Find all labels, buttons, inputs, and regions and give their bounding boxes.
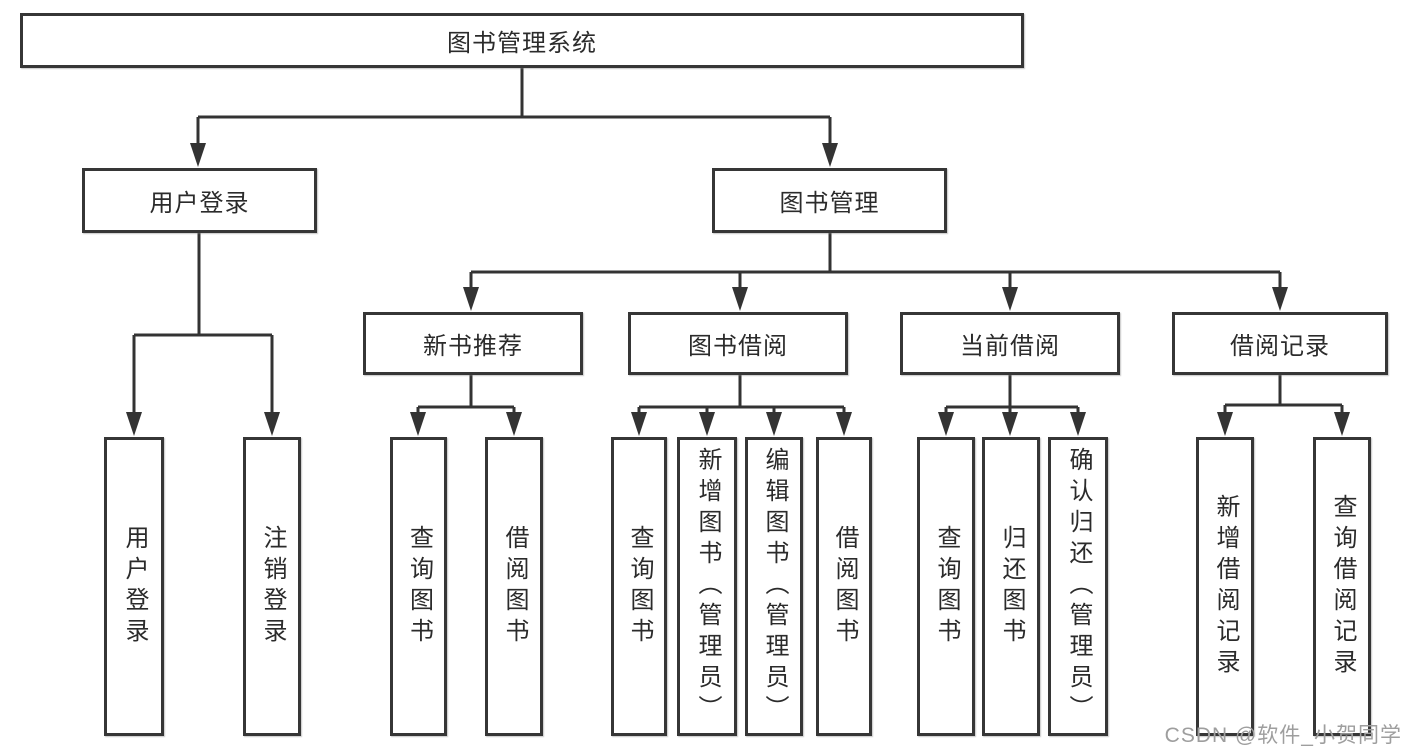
node-current-borrowing-label: 当前借阅 [960, 333, 1060, 360]
node-root-label: 图书管理系统 [447, 30, 597, 57]
node-bb-edit-books-admin-label: 编辑图书（管理员） [761, 447, 788, 726]
arrowhead [732, 287, 748, 311]
edge-new-book-rec-to-leaves [416, 375, 516, 414]
arrowhead [1070, 412, 1086, 436]
arrowhead [264, 412, 280, 436]
node-borrowing-records-label: 借阅记录 [1230, 333, 1330, 360]
node-logout-label: 注销登录 [259, 524, 286, 649]
arrowhead [1002, 412, 1018, 436]
node-bb-borrow-books-label: 借阅图书 [831, 524, 858, 649]
arrowhead [506, 412, 522, 436]
node-bb-add-books-admin: 新增图书（管理员） [677, 437, 737, 736]
node-nbr-query-books-label: 查询图书 [405, 524, 433, 649]
node-bb-borrow-books: 借阅图书 [816, 437, 872, 736]
edge-user-login-to-leaves [132, 233, 274, 414]
edge-root-to-level2 [196, 68, 832, 146]
node-new-book-recommend: 新书推荐 [363, 312, 583, 375]
node-root: 图书管理系统 [20, 13, 1024, 68]
edge-borrow-records-to-leaves [1223, 375, 1344, 414]
node-br-add-record-label: 新增借阅记录 [1212, 493, 1239, 680]
node-cb-query-books-label: 查询图书 [933, 524, 960, 649]
arrowhead [1217, 412, 1233, 436]
arrowhead [766, 412, 782, 436]
watermark: CSDN @软件_小贺同学 [1164, 724, 1402, 747]
arrowhead [938, 412, 954, 436]
node-cb-confirm-return-admin-label: 确认归还（管理员） [1065, 447, 1092, 726]
node-logout: 注销登录 [243, 437, 301, 736]
node-cb-confirm-return-admin: 确认归还（管理员） [1048, 437, 1108, 736]
node-book-borrowing-label: 图书借阅 [688, 333, 788, 360]
node-bb-query-books-label: 查询图书 [626, 524, 653, 649]
arrowhead [126, 412, 142, 436]
arrowhead [699, 412, 715, 436]
arrowhead [410, 412, 426, 436]
arrowhead [1334, 412, 1350, 436]
node-cb-return-books: 归还图书 [982, 437, 1040, 736]
edge-book-mgmt-to-level3 [469, 233, 1282, 289]
node-nbr-query-books: 查询图书 [390, 437, 447, 736]
node-borrowing-records: 借阅记录 [1172, 312, 1388, 375]
node-nbr-borrow-books: 借阅图书 [485, 437, 543, 736]
node-nbr-borrow-books-label: 借阅图书 [501, 524, 528, 649]
arrowhead [463, 287, 479, 311]
arrowhead [836, 412, 852, 436]
node-bb-add-books-admin-label: 新增图书（管理员） [694, 447, 721, 726]
node-user-login-label: 用户登录 [149, 190, 250, 217]
node-user-login-leaf: 用户登录 [104, 437, 164, 736]
node-br-query-record: 查询借阅记录 [1313, 437, 1371, 736]
arrowhead [190, 143, 206, 167]
edge-book-borrow-to-leaves [637, 375, 846, 414]
node-cb-query-books: 查询图书 [917, 437, 975, 736]
node-bb-query-books: 查询图书 [611, 437, 667, 736]
node-cb-return-books-label: 归还图书 [998, 524, 1025, 649]
node-new-book-recommend-label: 新书推荐 [423, 333, 523, 360]
arrowhead [1002, 287, 1018, 311]
node-current-borrowing: 当前借阅 [900, 312, 1120, 375]
node-user-login-leaf-label: 用户登录 [121, 524, 148, 649]
arrowhead [631, 412, 647, 436]
edge-current-borrow-to-leaves [944, 375, 1080, 414]
node-book-borrowing: 图书借阅 [628, 312, 848, 375]
node-book-management: 图书管理 [712, 168, 947, 233]
arrowhead [1272, 287, 1288, 311]
arrowhead [822, 143, 838, 167]
node-bb-edit-books-admin: 编辑图书（管理员） [745, 437, 803, 736]
node-user-login: 用户登录 [82, 168, 317, 233]
node-br-query-record-label: 查询借阅记录 [1329, 493, 1356, 680]
node-br-add-record: 新增借阅记录 [1196, 437, 1254, 736]
node-book-management-label: 图书管理 [779, 190, 880, 217]
